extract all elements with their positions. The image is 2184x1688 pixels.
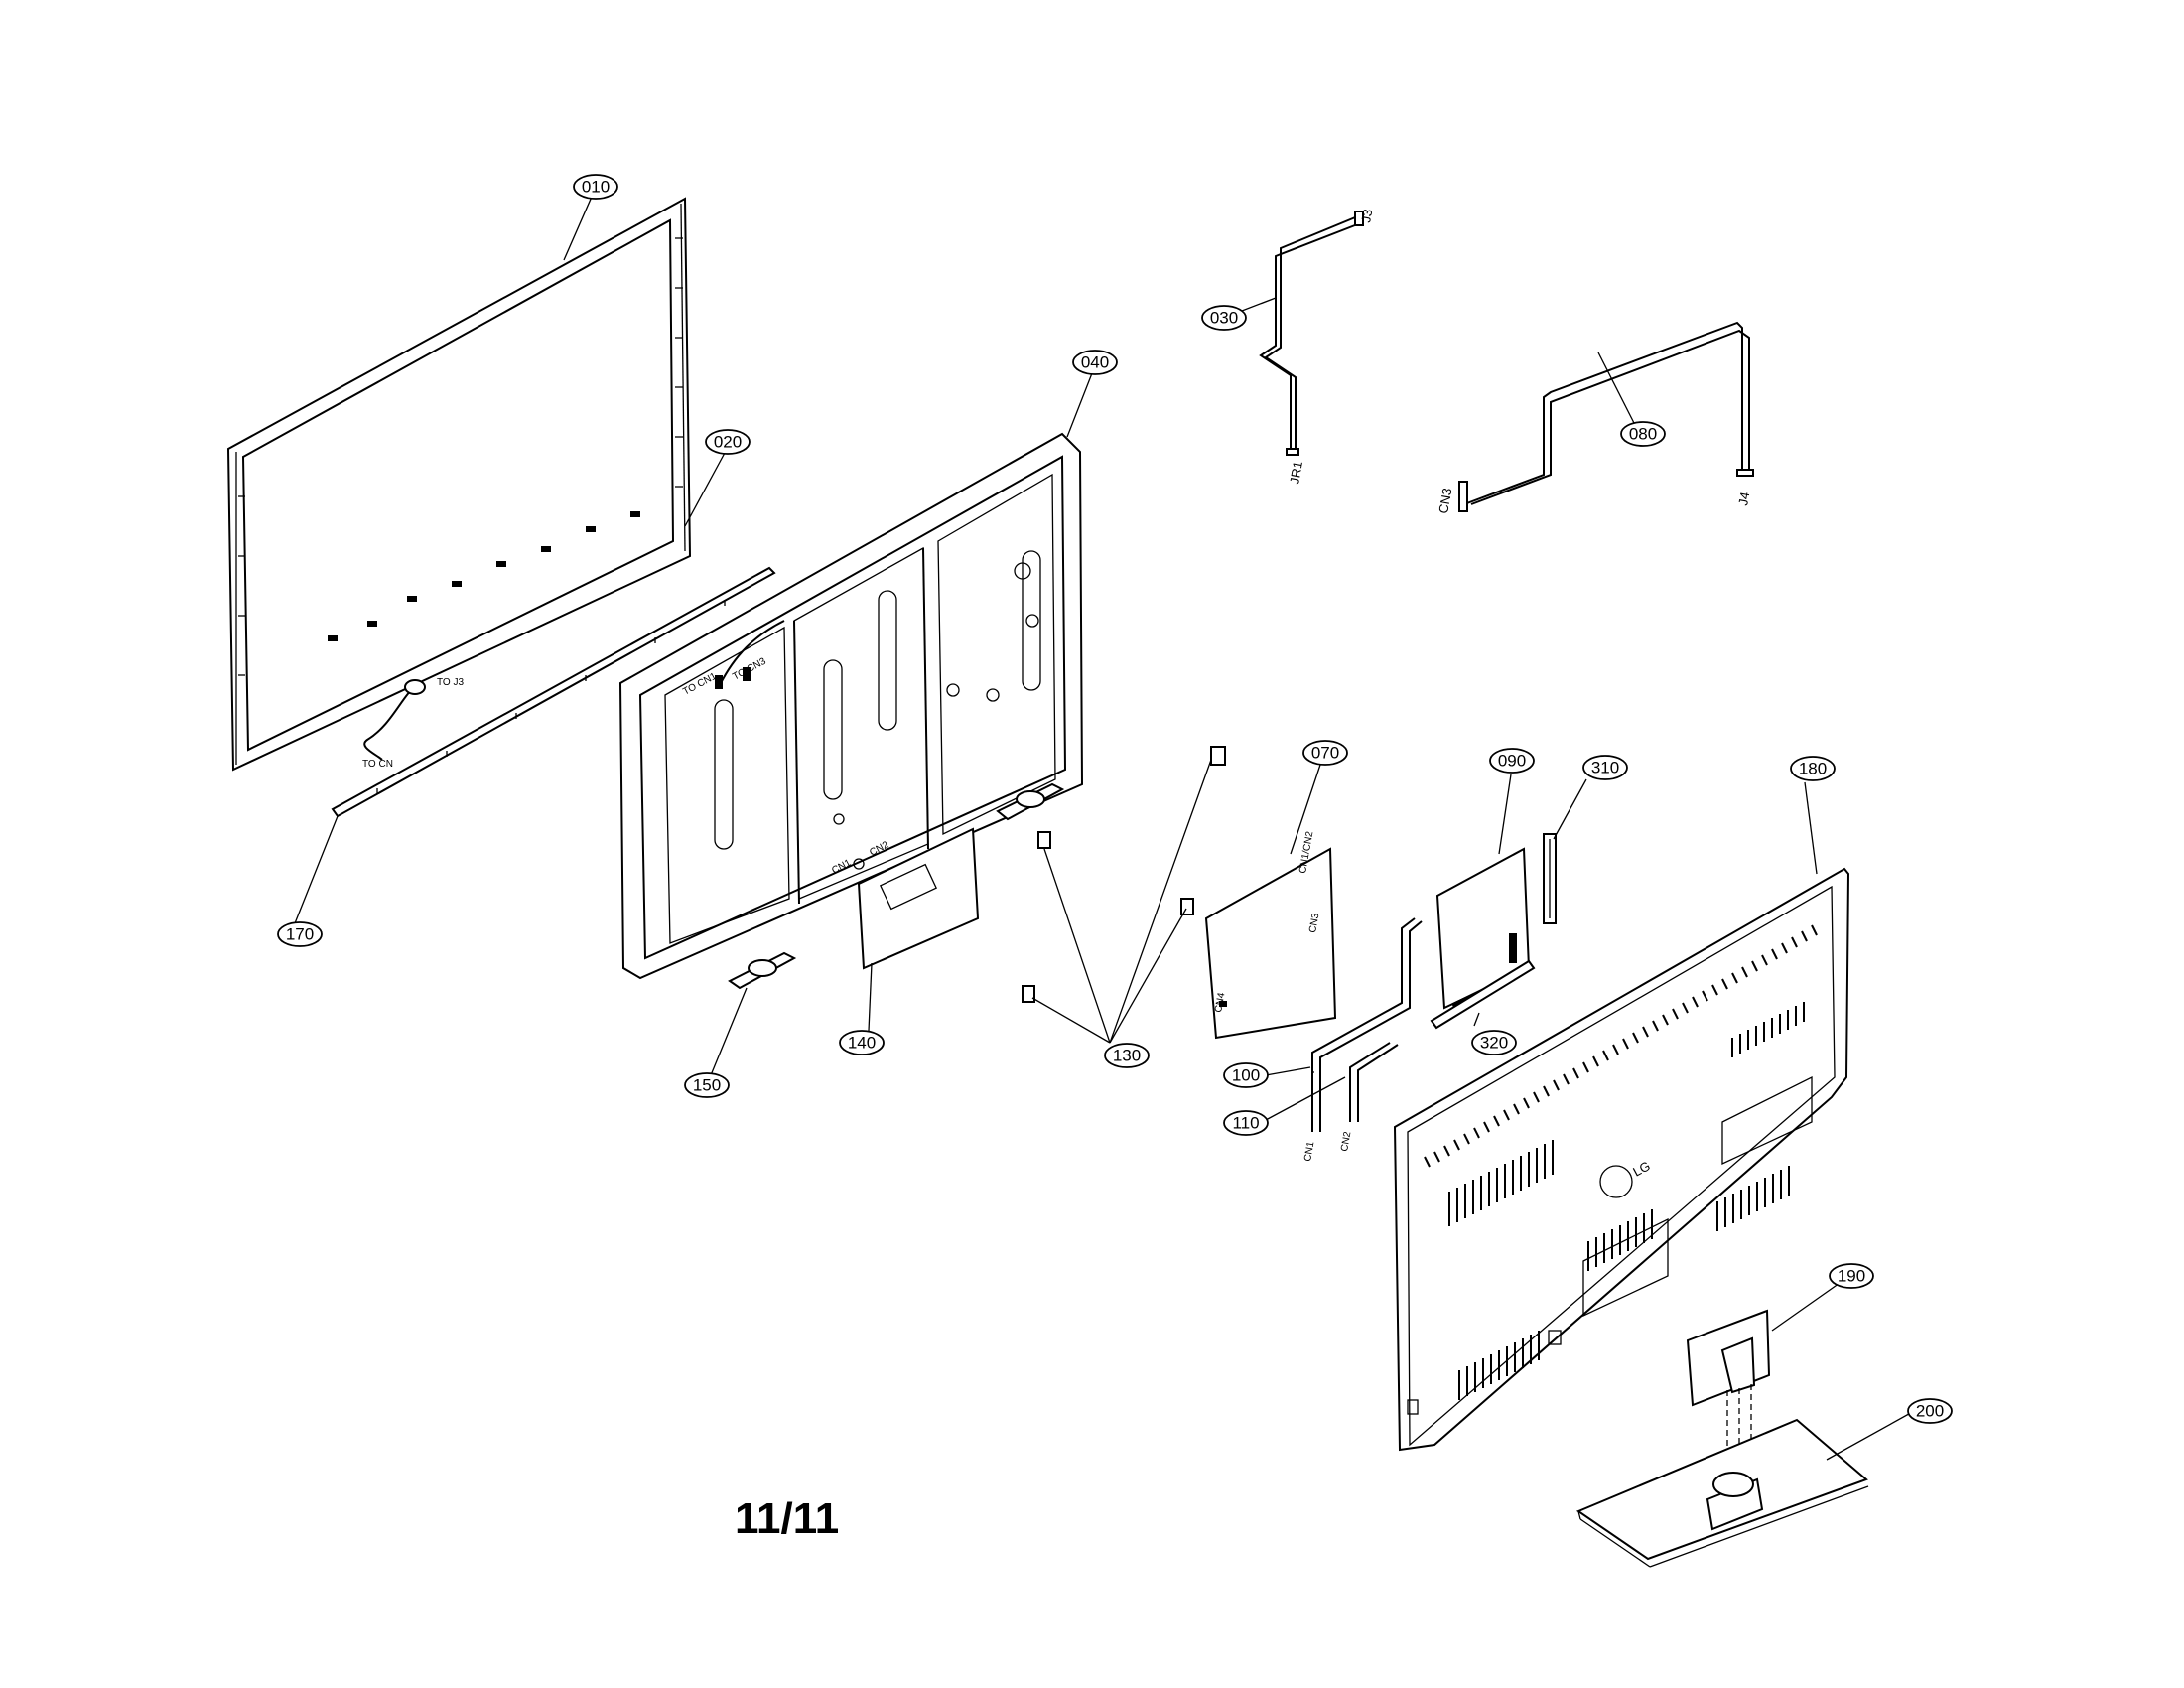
stand-neck-part (1686, 1309, 1771, 1470)
callout-190: 190 (1829, 1263, 1874, 1289)
callout-110: 110 (1223, 1110, 1269, 1136)
callout-150: 150 (684, 1072, 730, 1098)
page-number: 11/11 (735, 1494, 840, 1543)
brand-logo-text: LG (1630, 1158, 1652, 1179)
speaker-right-part (996, 782, 1065, 821)
svg-text:100: 100 (1232, 1065, 1260, 1084)
svg-text:320: 320 (1480, 1033, 1508, 1052)
callout-180: 180 (1790, 756, 1836, 781)
cn1-label: CN1 (1302, 1140, 1316, 1162)
ffc-cables-part: CN1 CN2 (1302, 917, 1423, 1163)
callout-010: 010 (573, 174, 618, 200)
callout-320: 320 (1471, 1030, 1517, 1055)
main-board-part (1435, 847, 1531, 1010)
callout-100: 100 (1223, 1062, 1269, 1088)
callout-200: 200 (1907, 1398, 1953, 1424)
svg-text:310: 310 (1591, 758, 1619, 776)
svg-text:030: 030 (1210, 308, 1238, 327)
frame-to-j3-label: TO J3 (437, 677, 464, 688)
rear-cover-part: LG (1393, 867, 1850, 1452)
svg-text:010: 010 (582, 177, 610, 196)
frame-to-cn-label: TO CN (362, 759, 393, 770)
svg-text:150: 150 (693, 1075, 721, 1094)
svg-text:140: 140 (848, 1033, 876, 1052)
callout-070: 070 (1302, 740, 1348, 766)
speaker-left-part (728, 951, 797, 990)
svg-text:180: 180 (1799, 759, 1827, 777)
light-bar-part (331, 566, 776, 818)
front-bezel-part: TO CN TO J3 (226, 197, 692, 772)
svg-text:080: 080 (1629, 424, 1657, 443)
j4-label: J4 (1735, 491, 1752, 506)
callout-030: 030 (1201, 305, 1247, 331)
callout-020: 020 (705, 429, 751, 455)
svg-text:110: 110 (1232, 1113, 1259, 1132)
stand-base-part (1575, 1418, 1869, 1568)
ir-board-part (1430, 959, 1536, 1030)
cable-080-part: CN3 J4 (1435, 321, 1754, 515)
svg-text:190: 190 (1838, 1266, 1865, 1285)
rear-chassis-part: TO CN1 TO CN3 CN1 CN2 (618, 432, 1084, 980)
bracket-part (857, 827, 980, 970)
cn2-label: CN2 (1339, 1130, 1353, 1152)
svg-text:070: 070 (1311, 743, 1339, 762)
callout-170: 170 (277, 921, 323, 947)
svg-text:170: 170 (286, 924, 314, 943)
leader-lines (294, 196, 1917, 1461)
callout-310: 310 (1582, 755, 1628, 780)
power-board-part: CN1/CN2 CN3 CN4 (1204, 830, 1337, 1040)
jr1-label: JR1 (1287, 460, 1305, 485)
callout-090: 090 (1489, 748, 1535, 774)
small-bracket-parts (1022, 746, 1226, 1003)
svg-text:020: 020 (714, 432, 742, 451)
callout-140: 140 (839, 1030, 885, 1055)
svg-text:200: 200 (1916, 1401, 1944, 1420)
board-cn3-label: CN3 (1307, 912, 1321, 933)
cn3-label: CN3 (1435, 487, 1454, 514)
callout-130: 130 (1104, 1043, 1150, 1068)
callout-040: 040 (1072, 350, 1118, 375)
side-board-part (1543, 833, 1557, 924)
svg-text:040: 040 (1081, 352, 1109, 371)
svg-text:130: 130 (1113, 1046, 1141, 1064)
cable-030-part: J3 JR1 (1259, 208, 1375, 486)
svg-text:090: 090 (1498, 751, 1526, 770)
j3-label: J3 (1358, 208, 1375, 223)
callout-080: 080 (1620, 421, 1666, 447)
